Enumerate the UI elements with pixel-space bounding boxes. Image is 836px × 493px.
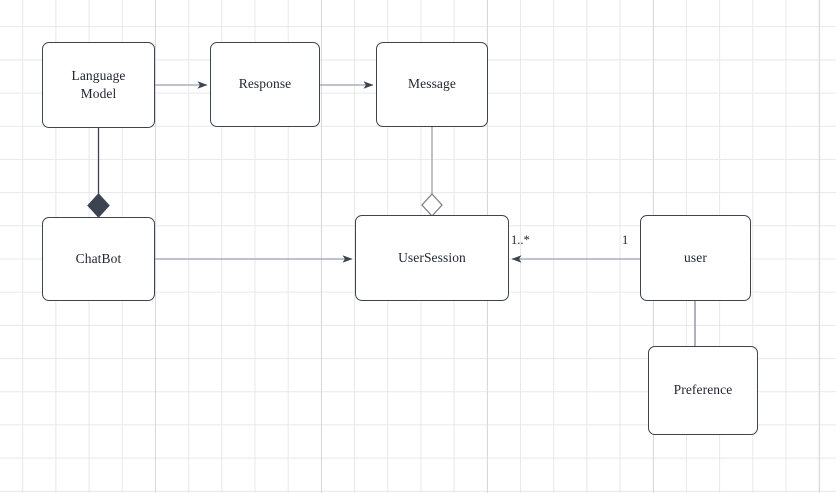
node-chatbot[interactable]: ChatBot xyxy=(42,217,155,301)
filled-diamond-marker xyxy=(87,193,110,218)
multiplicity-user: 1 xyxy=(622,233,629,247)
edge-message-to-usersession xyxy=(421,127,443,217)
hollow-diamond-marker xyxy=(421,193,443,217)
node-message[interactable]: Message xyxy=(376,42,488,127)
node-language-model[interactable]: Language Model xyxy=(42,42,155,128)
multiplicity-usersession: 1..* xyxy=(511,233,530,247)
edge-language-model-to-chatbot xyxy=(87,128,110,218)
node-preference[interactable]: Preference xyxy=(648,346,758,435)
node-response[interactable]: Response xyxy=(210,42,320,127)
node-usersession[interactable]: UserSession xyxy=(355,215,509,301)
node-user[interactable]: user xyxy=(640,215,751,301)
